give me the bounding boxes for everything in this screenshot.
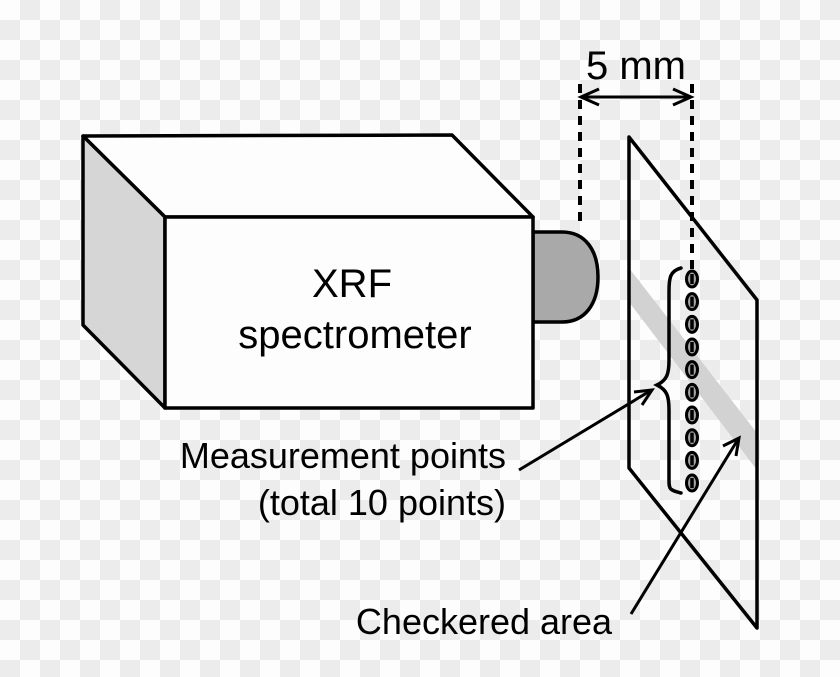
- measurement-points-label-line1: Measurement points: [180, 435, 506, 476]
- checkered-area-arrow: [629, 435, 741, 615]
- checkered-area-arrow-shaft: [629, 440, 739, 615]
- sample-plane-outline: [627, 135, 759, 630]
- measurement-points: [685, 269, 699, 493]
- sample-plane: [627, 135, 759, 630]
- box-front-face: [163, 215, 535, 410]
- spectrometer-label-line2: spectrometer: [238, 313, 471, 357]
- dimension-5mm: 5 mm: [577, 44, 695, 269]
- checkered-area-label: Checkered area: [356, 601, 613, 642]
- dimension-label: 5 mm: [586, 44, 686, 88]
- checkered-area-arrowhead: [722, 435, 741, 457]
- dimension-arrowhead-left: [577, 87, 600, 107]
- measurement-points-brace: [653, 266, 683, 495]
- spectrometer-label-line1: XRF: [312, 262, 392, 306]
- measurement-points-arrow-shaft: [518, 389, 651, 472]
- measurement-points-arrow: [518, 388, 656, 472]
- dimension-arrowhead-right: [672, 87, 695, 107]
- spectrometer-nozzle: [531, 230, 600, 324]
- measurement-points-label-line2: (total 10 points): [258, 482, 506, 523]
- xrf-spectrometer-box: XRF spectrometer: [81, 133, 600, 410]
- measurement-points-arrowhead: [633, 388, 656, 406]
- measurement-points-label: Measurement points (total 10 points): [180, 435, 506, 523]
